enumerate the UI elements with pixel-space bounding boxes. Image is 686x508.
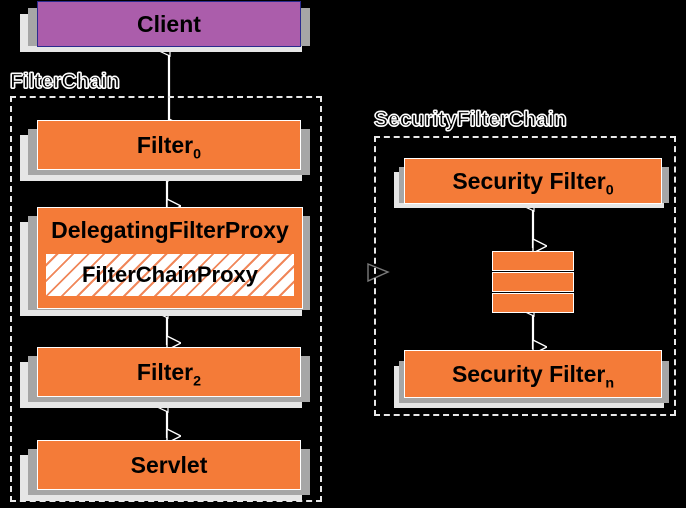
group-label-securityfilterchain: SecurityFilterChain xyxy=(373,107,567,131)
node-servlet[interactable]: Servlet xyxy=(37,440,301,490)
ellipsis-bar-1 xyxy=(492,251,574,271)
node-delegatingfilterproxy-label: DelegatingFilterProxy xyxy=(51,217,289,243)
node-filter0-subscript: 0 xyxy=(193,146,202,163)
group-box-filterchain xyxy=(10,96,322,502)
node-securityfilter0[interactable]: Security Filter0 xyxy=(404,158,662,204)
group-box-securityfilterchain xyxy=(374,136,676,416)
node-securityfiltern[interactable]: Security Filtern xyxy=(404,350,662,398)
node-filter2[interactable]: Filter2 xyxy=(37,347,301,397)
node-servlet-label: Servlet xyxy=(130,451,208,478)
node-filterchainproxy[interactable]: FilterChainProxy xyxy=(44,252,296,298)
node-delegatingfilterproxy[interactable]: DelegatingFilterProxy FilterChainProxy xyxy=(37,207,303,309)
arrow-filterchainproxy-to-securityfilterchain xyxy=(367,262,390,283)
node-filter2-label: Filter2 xyxy=(136,358,202,390)
node-securityfilter0-subscript: 0 xyxy=(605,182,614,199)
node-filter0[interactable]: Filter0 xyxy=(37,120,301,170)
node-client[interactable]: Client xyxy=(37,1,301,47)
node-filter2-subscript: 2 xyxy=(193,373,202,390)
node-filter0-label: Filter0 xyxy=(136,131,202,163)
node-securityfilter0-label: Security Filter0 xyxy=(452,167,614,199)
group-label-filterchain: FilterChain xyxy=(9,69,120,93)
node-client-label: Client xyxy=(137,10,201,37)
ellipsis-bar-3 xyxy=(492,293,574,313)
node-securityfiltern-label: Security Filtern xyxy=(451,360,615,392)
node-filterchainproxy-label: FilterChainProxy xyxy=(81,262,259,287)
node-securityfiltern-subscript: n xyxy=(605,375,615,392)
ellipsis-bar-2 xyxy=(492,272,574,292)
